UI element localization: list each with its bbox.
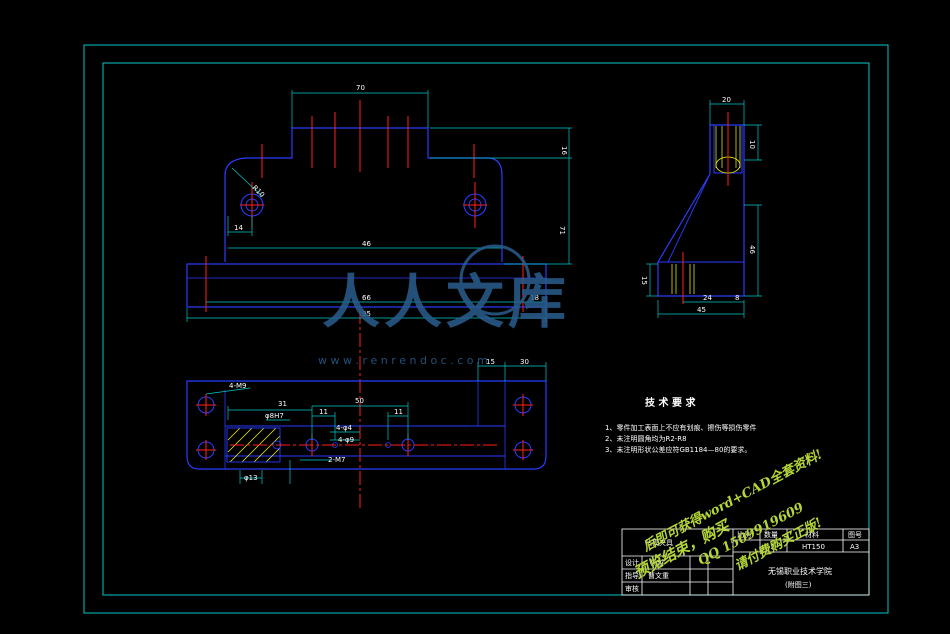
tb-material-label: 材料 [805, 530, 819, 539]
dim-15-top: 15 [486, 358, 495, 366]
dim-11b: 11 [394, 408, 403, 416]
technical-notes: 技 术 要 求 1、零件加工表面上不应有划痕、擦伤等损伤零件 2、未注明圆角均为… [605, 396, 756, 454]
dim-phi13: φ13 [244, 474, 258, 482]
dim-66: 66 [362, 294, 371, 302]
tb-part-name: 钻模夹具 [645, 538, 673, 547]
tb-material-value: HT150 [802, 543, 825, 551]
note-3: 3、未注明形状公差应符GB1184—80的要求。 [605, 445, 751, 454]
dim-8h7: φ8H7 [265, 412, 284, 420]
dim-2m7: 2-M7 [328, 456, 345, 464]
note-2: 2、未注明圆角均为R2-R8 [605, 434, 687, 443]
side-hatch-bottom [671, 264, 695, 294]
tb-sheet-note: (附图三) [785, 580, 812, 589]
tb-review-label: 审核 [625, 584, 639, 593]
dim-18: 18 [530, 294, 539, 302]
dim-46-side: 46 [748, 245, 756, 254]
side-outline [657, 124, 745, 297]
dim-20: 20 [722, 96, 731, 104]
dim-30: 30 [520, 358, 529, 366]
dim-4m9: 4-M9 [229, 382, 246, 390]
tb-drafting-label: 指导 [625, 571, 639, 580]
dim-70: 70 [356, 84, 365, 92]
side-hatch-top [715, 126, 741, 168]
tb-school: 无锡职业技术学院 [768, 566, 832, 576]
tb-design-name: 杨越 [650, 558, 664, 567]
tb-qty-value: 1 [770, 543, 774, 551]
dim-31: 31 [278, 400, 287, 408]
front-view [186, 90, 572, 510]
dim-24: 24 [703, 294, 712, 302]
title-block: 钻模夹具 比例 数量 材料 图号 1 HT150 A3 设计 杨越 指导 曹文重… [621, 528, 870, 596]
dim-50: 50 [355, 397, 364, 405]
tb-sheet-value: A3 [850, 543, 859, 551]
inner-frame [102, 62, 870, 596]
watermark-brand: 人人文库 [322, 268, 570, 336]
watermark-circle [459, 244, 531, 316]
dim-8: 8 [735, 294, 739, 302]
tb-drafting-name: 曹文重 [648, 571, 669, 580]
tb-design-label: 设计 [625, 558, 639, 567]
watermark-logo: 人人文库 w w w . r e n r e n d o c . c o m [318, 244, 570, 367]
dim-15-side: 15 [640, 276, 648, 285]
dim-11a: 11 [319, 408, 328, 416]
tb-scale-label: 比例 [737, 530, 751, 539]
dim-4phi9: 4-φ9 [338, 436, 354, 444]
front-base-outline [186, 263, 547, 308]
dim-95: 95 [362, 310, 371, 318]
dim-45: 45 [697, 306, 706, 314]
watermark-url: w w w . r e n r e n d o c . c o m [318, 354, 488, 367]
notes-title: 技 术 要 求 [645, 396, 696, 409]
tb-qty-label: 数量 [764, 530, 778, 539]
outer-frame [83, 44, 889, 614]
dim-71: 71 [558, 226, 566, 235]
side-view [646, 100, 762, 318]
note-1: 1、零件加工表面上不应有划痕、擦伤等损伤零件 [605, 423, 756, 432]
dim-4phi4: 4-φ4 [336, 424, 353, 432]
dim-10: 10 [748, 140, 756, 149]
dim-46-front: 46 [362, 240, 371, 248]
dim-14: 14 [234, 224, 243, 232]
top-view [186, 362, 547, 484]
top-outline [186, 380, 547, 470]
dim-r10: R10 [251, 184, 266, 199]
dimension-texts: 70 16 71 R10 14 46 66 18 95 20 10 46 15 … [229, 84, 756, 482]
tb-drawing-no-label: 图号 [848, 531, 862, 539]
dim-16: 16 [560, 146, 568, 155]
